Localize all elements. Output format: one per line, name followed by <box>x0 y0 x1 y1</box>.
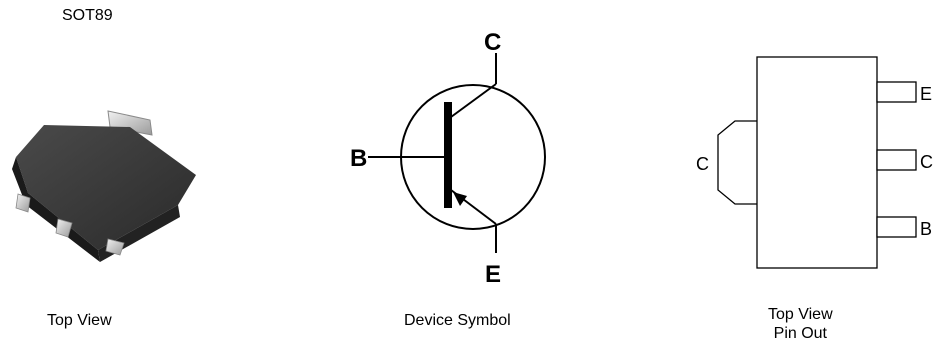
npn-transistor-symbol: C B E <box>350 29 546 288</box>
collector-lead-diag <box>450 83 497 118</box>
pinout-pin-2 <box>876 149 917 171</box>
package-body-side <box>12 157 100 262</box>
package-lead-2 <box>55 218 73 238</box>
collector-label: C <box>484 29 501 56</box>
package-name: SOT89 <box>62 7 113 24</box>
pinout-pin-1-label: E <box>920 84 932 104</box>
pinout-caption: Top View Pin Out <box>768 305 833 343</box>
pinout-body <box>756 56 878 269</box>
pinout-pin-2-label: C <box>920 152 933 172</box>
base-bar <box>444 102 452 208</box>
pinout-tab-outline <box>717 120 757 205</box>
emitter-arrow <box>453 192 467 206</box>
sot89-package-image <box>12 110 196 262</box>
symbol-caption: Device Symbol <box>404 312 511 329</box>
emitter-label: E <box>485 261 501 288</box>
pinout-caption-line-2: Pin Out <box>773 325 827 342</box>
base-label: B <box>350 145 367 172</box>
pinout-diagram: C E C B <box>696 56 933 269</box>
pinout-pin-3-label: B <box>920 219 932 239</box>
pinout-caption-line-1: Top View <box>768 306 833 323</box>
pinout-pin-1 <box>876 81 917 103</box>
package-lead-1 <box>15 193 31 213</box>
package-body-top <box>16 125 196 250</box>
pinout-pin-3 <box>876 216 917 238</box>
package-tab <box>107 110 153 136</box>
package-lead-3 <box>105 238 125 256</box>
top-view-caption: Top View <box>47 312 112 329</box>
pinout-tab-label: C <box>696 154 709 174</box>
